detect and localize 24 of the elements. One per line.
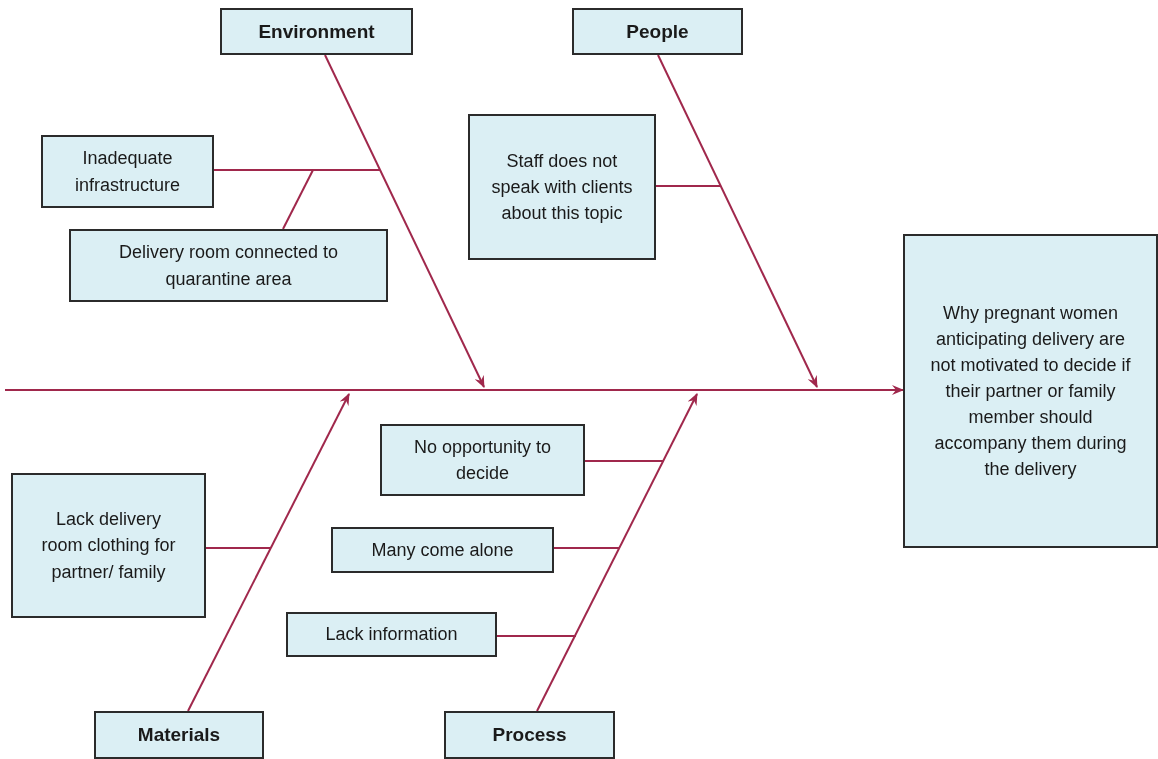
cause-box: No opportunity to decide	[380, 424, 585, 496]
cause-box: Lack delivery room clothing for partner/ family	[11, 473, 206, 618]
cause-box: Lack information	[286, 612, 497, 657]
category-box: Process	[444, 711, 615, 759]
cause-box: Staff does not speak with clients about this topic	[468, 114, 656, 260]
arrow	[324, 54, 485, 388]
connector-line	[282, 169, 314, 230]
cause-box: Inadequate infrastructure	[41, 135, 214, 208]
cause-box: Many come alone	[331, 527, 554, 573]
arrow	[657, 54, 818, 388]
category-box: Environment	[220, 8, 413, 55]
arrow	[4, 385, 904, 395]
connector-line	[553, 547, 620, 549]
connector-line	[496, 635, 577, 637]
category-box: Materials	[94, 711, 264, 759]
connector-line	[205, 547, 271, 549]
category-box: People	[572, 8, 743, 55]
arrow	[536, 393, 698, 712]
effect-box: Why pregnant women anticipating delivery are not motivated to decide if their partner or family member should accompany them during the delivery	[903, 234, 1158, 548]
connector-line	[584, 460, 665, 462]
connector-line	[655, 185, 721, 187]
connector-line	[213, 169, 381, 171]
cause-box: Delivery room connected to quarantine area	[69, 229, 388, 302]
arrow	[187, 393, 350, 712]
